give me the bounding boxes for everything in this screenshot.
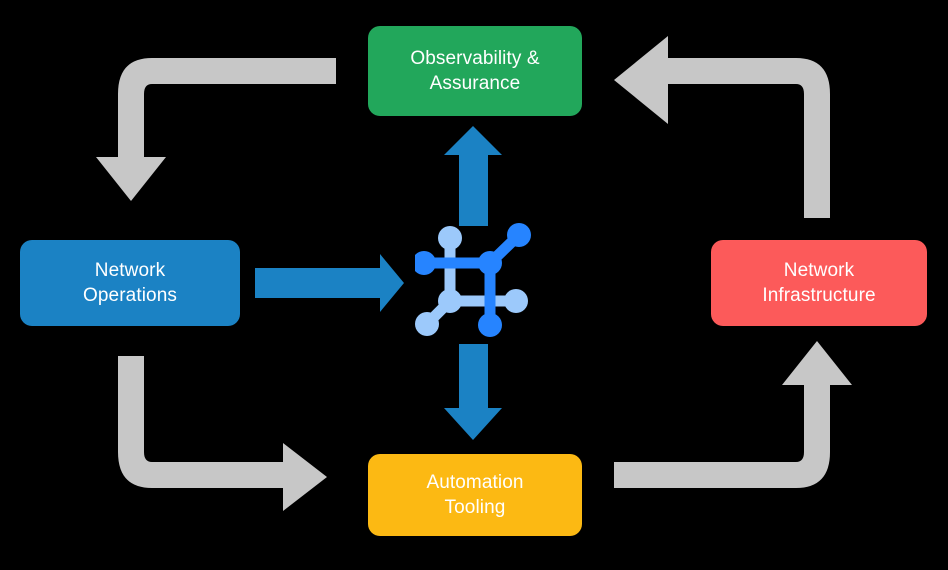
connector-center-to-automation xyxy=(444,344,502,440)
icon-primary-nodes xyxy=(412,223,531,337)
node-label-line1: Network xyxy=(783,259,855,281)
connector-automation-to-infrastructure xyxy=(614,341,852,488)
node-label-automation: Automation Tooling xyxy=(426,470,523,520)
node-box-infrastructure[interactable]: Network Infrastructure xyxy=(711,240,927,326)
node-label-infrastructure: Network Infrastructure xyxy=(762,258,875,308)
node-box-observability[interactable]: Observability & Assurance xyxy=(368,26,582,116)
connector-operations-to-center xyxy=(255,254,404,312)
node-label-line1: Automation xyxy=(426,471,524,493)
node-label-line1: Observability & xyxy=(410,47,540,69)
node-box-operations[interactable]: Network Operations xyxy=(20,240,240,326)
connector-infrastructure-to-observability xyxy=(614,36,830,218)
connector-center-to-observability xyxy=(444,126,502,226)
node-label-line2: Assurance xyxy=(429,73,521,94)
icon-secondary-nodes xyxy=(415,226,528,336)
node-label-line2: Operations xyxy=(83,285,177,306)
connector-observability-to-operations xyxy=(96,58,336,201)
node-label-line2: Infrastructure xyxy=(762,285,876,306)
node-label-observability: Observability & Assurance xyxy=(410,46,539,96)
network-topology-icon xyxy=(412,218,539,342)
node-label-line2: Tooling xyxy=(444,497,506,518)
node-label-line1: Network xyxy=(94,259,166,281)
connector-operations-to-automation xyxy=(118,356,327,511)
node-label-operations: Network Operations xyxy=(83,258,177,308)
node-box-automation[interactable]: Automation Tooling xyxy=(368,454,582,536)
